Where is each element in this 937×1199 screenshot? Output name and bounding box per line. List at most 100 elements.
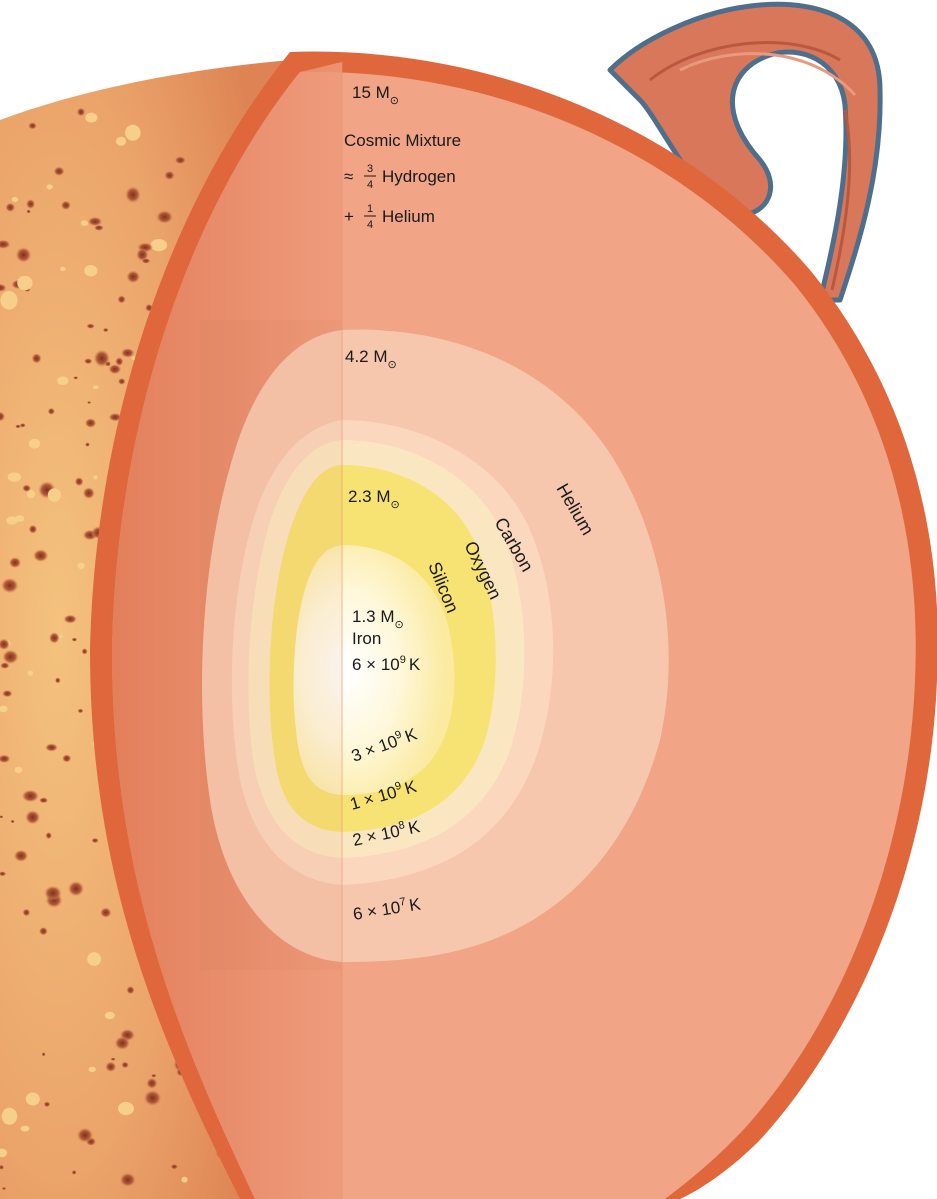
surface-granule <box>68 881 84 897</box>
surface-granule <box>2 650 18 665</box>
surface-granule <box>146 1078 157 1089</box>
surface-granule <box>164 171 174 180</box>
cut-plane-shade <box>200 320 342 970</box>
surface-granule <box>116 137 126 146</box>
surface-granule <box>17 276 32 290</box>
surface-granule <box>8 472 22 481</box>
surface-granule <box>181 1177 187 1183</box>
surface-granule <box>22 790 39 803</box>
surface-granule <box>126 270 140 283</box>
surface-granule <box>85 113 97 123</box>
surface-granule <box>81 220 88 226</box>
surface-granule <box>142 258 151 263</box>
surface-granule <box>48 408 55 415</box>
surface-granule <box>115 1036 130 1050</box>
surface-granule <box>28 122 37 129</box>
surface-granule <box>49 632 60 643</box>
surface-granule <box>109 364 122 374</box>
surface-granule <box>29 525 37 534</box>
surface-granule <box>111 1058 116 1061</box>
surface-granule <box>93 475 97 479</box>
cosmic-mixture-label: Cosmic Mixture <box>344 131 461 150</box>
surface-granule <box>44 1102 51 1108</box>
surface-granule <box>86 324 94 329</box>
surface-granule <box>105 1062 116 1072</box>
surface-granule <box>78 709 84 714</box>
surface-granule <box>125 186 141 203</box>
surface-granule <box>84 358 93 364</box>
surface-granule <box>118 378 126 385</box>
surface-granule <box>22 485 31 492</box>
surface-granule <box>42 1052 46 1056</box>
surface-granule <box>15 767 23 773</box>
surface-granule <box>92 838 99 843</box>
surface-granule <box>12 197 19 202</box>
surface-granule <box>126 986 134 994</box>
surface-granule <box>87 401 91 404</box>
surface-granule <box>0 291 17 310</box>
svg-text:Hydrogen: Hydrogen <box>382 167 456 186</box>
surface-granule <box>105 1012 115 1019</box>
svg-text:Helium: Helium <box>382 207 435 226</box>
surface-granule <box>151 1074 156 1078</box>
surface-granule <box>48 488 61 502</box>
surface-granule <box>82 648 88 654</box>
surface-granule <box>75 477 84 486</box>
surface-granule <box>156 210 173 224</box>
surface-granule <box>21 1126 30 1132</box>
surface-granule <box>171 1164 178 1169</box>
surface-granule <box>54 167 65 176</box>
surface-granule <box>55 677 61 683</box>
surface-granule <box>77 1128 93 1143</box>
surface-granule <box>46 832 52 839</box>
svg-text:1: 1 <box>367 203 373 215</box>
surface-granule <box>47 184 53 189</box>
surface-granule <box>15 515 24 522</box>
surface-granule <box>9 557 21 568</box>
surface-granule <box>44 886 62 901</box>
svg-text:+: + <box>344 207 354 226</box>
surface-granule <box>60 267 66 271</box>
surface-granule <box>89 1067 96 1072</box>
surface-granule <box>120 1173 136 1187</box>
surface-granule <box>26 199 35 209</box>
surface-granule <box>28 670 33 676</box>
surface-granule <box>72 638 78 642</box>
surface-granule <box>39 927 48 935</box>
surface-granule <box>125 125 141 141</box>
surface-granule <box>2 1187 6 1190</box>
surface-granule <box>26 1093 40 1106</box>
surface-granule <box>121 1062 128 1069</box>
svg-text:4: 4 <box>367 219 373 231</box>
surface-granule <box>32 353 42 363</box>
surface-granule <box>100 907 111 917</box>
surface-granule <box>39 797 48 803</box>
iron-label: Iron <box>352 629 381 648</box>
surface-granule <box>93 385 99 389</box>
surface-granule <box>83 487 95 499</box>
surface-granule <box>121 348 135 358</box>
surface-granule <box>23 909 31 917</box>
surface-granule <box>73 376 78 379</box>
svg-text:4: 4 <box>367 179 373 191</box>
surface-granule <box>103 328 109 332</box>
surface-granule <box>84 265 97 276</box>
surface-granule <box>118 1102 134 1115</box>
surface-granule <box>61 201 71 210</box>
surface-granule <box>2 690 12 697</box>
surface-granule <box>33 549 48 562</box>
surface-granule <box>77 563 85 569</box>
surface-granule <box>63 615 76 624</box>
surface-granule <box>94 350 110 368</box>
surface-granule <box>11 820 15 824</box>
surface-granule <box>16 247 32 263</box>
surface-granule <box>1 578 19 593</box>
surface-granule <box>118 295 126 303</box>
surface-granule <box>0 662 9 669</box>
surface-granule <box>45 743 58 751</box>
surface-granule <box>85 442 90 446</box>
svg-text:3: 3 <box>367 163 373 175</box>
surface-granule <box>77 108 85 117</box>
